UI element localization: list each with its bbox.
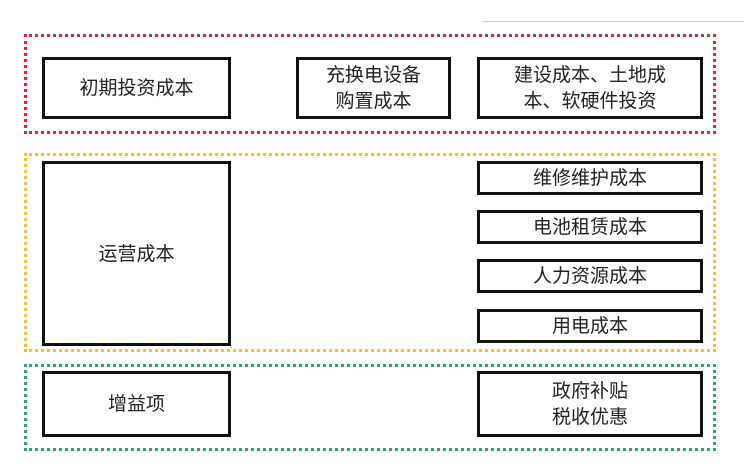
ruler-line [483, 21, 744, 22]
label: 维修维护成本 [532, 167, 647, 189]
operating-cost-group [24, 153, 716, 352]
maintenance-cost-box: 维修维护成本 [477, 161, 703, 195]
hr-cost-box: 人力资源成本 [477, 259, 703, 293]
battery-lease-box: 电池租赁成本 [477, 210, 703, 244]
gain-box: 增益项 [42, 371, 231, 437]
operating-cost-box: 运营成本 [42, 161, 231, 346]
label: 建设成本、土地成 本、软硬件投资 [513, 64, 666, 112]
label: 增益项 [107, 393, 165, 415]
initial-investment-group [24, 34, 716, 134]
label: 充换电设备 购置成本 [325, 64, 421, 112]
subsidy-box: 政府补贴 税收优惠 [477, 371, 703, 437]
initial-investment-box: 初期投资成本 [42, 57, 231, 119]
label: 人力资源成本 [532, 265, 647, 287]
electricity-cost-box: 用电成本 [477, 309, 703, 343]
label: 初期投资成本 [79, 77, 194, 99]
equipment-cost-box: 充换电设备 购置成本 [296, 57, 451, 119]
gain-group [24, 364, 716, 451]
label: 运营成本 [98, 242, 175, 265]
label: 政府补贴 税收优惠 [551, 380, 628, 428]
label: 电池租赁成本 [532, 216, 647, 238]
label: 用电成本 [551, 315, 628, 337]
construction-cost-box: 建设成本、土地成 本、软硬件投资 [477, 57, 703, 119]
